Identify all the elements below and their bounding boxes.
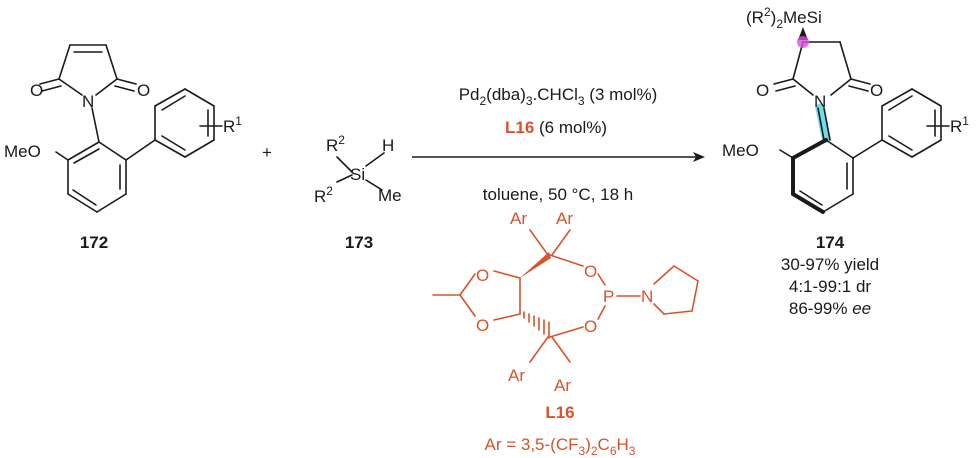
- atom-h: H: [382, 136, 394, 155]
- atom-o: O: [30, 81, 43, 100]
- reaction-conditions: Pd2(dba)3.CHCl3 (3 mol%) L16 (6 mol%) to…: [412, 85, 705, 204]
- axis-highlight: [815, 103, 831, 143]
- atom-o: O: [756, 81, 769, 100]
- dr-range: 4:1-99:1 dr: [789, 277, 872, 296]
- silyl-group: (R2)2MeSi: [746, 5, 822, 31]
- atom-o: O: [476, 266, 489, 285]
- atom-si: Si: [350, 165, 365, 184]
- r1-group: R1: [950, 114, 969, 136]
- atom-o: O: [870, 81, 883, 100]
- aryl-definition: Ar = 3,5-(CF3)2C6H3: [485, 435, 636, 458]
- arrow-head: [693, 152, 705, 162]
- atom-n: N: [82, 92, 94, 111]
- r1-group: R1: [223, 114, 242, 136]
- aryl-group: Ar: [510, 209, 527, 228]
- aryl-group: Ar: [556, 209, 573, 228]
- compound-172: O O N MeO R1 172: [4, 44, 242, 252]
- atom-o: O: [584, 317, 597, 336]
- aryl-group: Ar: [554, 376, 571, 395]
- atom-n: N: [814, 92, 826, 111]
- atom-o: O: [137, 81, 150, 100]
- ee-range: 86-99% ee: [789, 299, 871, 318]
- ligand-loading-text: L16 (6 mol%): [505, 118, 607, 137]
- atom-r2: R2: [314, 184, 333, 206]
- compound-label-173: 173: [345, 233, 373, 252]
- solvent-conditions: toluene, 50 °C, 18 h: [483, 185, 633, 204]
- compound-173: R2 R2 Si H Me 173: [314, 133, 402, 252]
- plus-sign: +: [262, 143, 272, 162]
- atom-o: O: [584, 262, 597, 281]
- atom-n: N: [641, 287, 653, 306]
- ligand-L16: Ar Ar Ar Ar O O O O P N L16 Ar = 3,5-(CF…: [432, 209, 699, 458]
- atom-p: P: [603, 287, 614, 306]
- stereocenter-highlight: [797, 36, 809, 48]
- atom-r2: R2: [326, 133, 345, 155]
- methoxy-group: MeO: [722, 141, 759, 160]
- catalyst-text: Pd2(dba)3.CHCl3 (3 mol%): [459, 85, 658, 108]
- compound-label-174: 174: [816, 233, 845, 252]
- atom-me: Me: [378, 186, 402, 205]
- compound-174: (R2)2MeSi: [722, 5, 969, 318]
- yield-range: 30-97% yield: [781, 255, 879, 274]
- aryl-group: Ar: [508, 366, 525, 385]
- compound-label-172: 172: [80, 233, 108, 252]
- atom-o: O: [476, 316, 489, 335]
- methoxy-group: MeO: [4, 142, 41, 161]
- ligand-label: L16: [545, 403, 574, 422]
